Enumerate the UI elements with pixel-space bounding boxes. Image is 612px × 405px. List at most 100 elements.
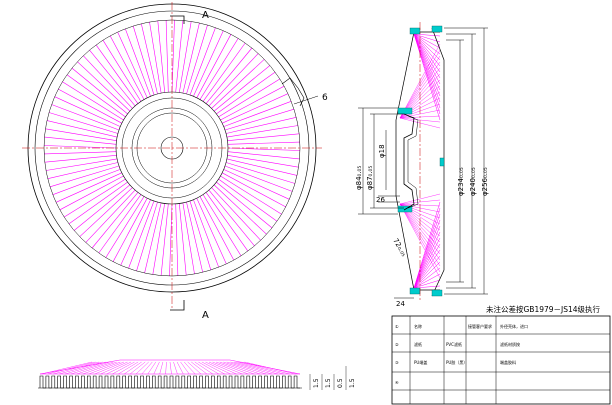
pleat-line (71, 67, 128, 115)
strip-fan-line (219, 361, 255, 375)
side-pleat (413, 237, 441, 289)
side-pleat (413, 261, 441, 289)
side-pleat (413, 33, 441, 91)
side-pleat (413, 213, 441, 289)
pleat-line (91, 192, 139, 249)
table-cell-name: 名称 (414, 323, 422, 329)
pleat-line (165, 20, 169, 93)
pleat-line (128, 200, 155, 269)
pleat-line (79, 187, 133, 237)
strip-fan-line (223, 361, 261, 375)
strip-fan-line (230, 361, 272, 375)
strip-dim-4: 1.5 (349, 378, 356, 388)
pleat-line (157, 20, 165, 93)
side-pleat (413, 33, 441, 115)
table-cell-spec: PU胶（黑） (446, 359, 467, 365)
strip-fan-line (82, 361, 117, 375)
pleat-line (68, 181, 128, 225)
strip-fan-lines (41, 361, 296, 375)
strip-fan-line (129, 361, 146, 375)
tolerance-note: 未注公差按GB1979－JS14级执行 (486, 304, 601, 314)
side-pleat (413, 267, 441, 289)
pleat-line (144, 202, 162, 274)
strip-fan-line (216, 361, 249, 375)
strip-fan-line (205, 361, 231, 375)
dim-234: φ234₀.₀₅ (457, 167, 465, 196)
table-cell-desc: 端盖胶料 (500, 359, 516, 365)
side-pleat (399, 193, 441, 205)
strip-fan-line (141, 361, 153, 375)
strip-wave (39, 375, 300, 389)
strip-fan-line (112, 361, 135, 375)
side-pleat (413, 33, 441, 121)
table-frame (391, 315, 611, 405)
side-pleat (413, 33, 441, 73)
side-pleat (413, 201, 441, 289)
pleat-line (193, 199, 219, 268)
side-pleat (413, 255, 441, 289)
pleat-line (48, 112, 118, 134)
table-cell-name: PU端盖 (414, 359, 427, 365)
pleat-line (160, 203, 169, 276)
pleat-line (85, 189, 136, 243)
pleat-line (227, 147, 301, 151)
pleat-line (45, 128, 117, 141)
strip-dim-2: 1.5 (325, 378, 332, 388)
pleat-line (105, 196, 145, 258)
pleat-line (44, 155, 117, 163)
pleat-line (149, 21, 162, 94)
pleat-line (66, 74, 126, 118)
section-arrow-top (170, 15, 185, 24)
strip-fan-line (76, 361, 114, 375)
pleat-line (216, 71, 276, 115)
pleat-line (208, 189, 255, 247)
pleat-line (202, 194, 242, 256)
strip-fan-line (194, 361, 213, 375)
pleat-line (193, 30, 224, 97)
side-pleat (413, 33, 441, 61)
pleat-line (224, 165, 293, 192)
pleat-line (226, 158, 298, 176)
strip-fan-line (106, 361, 132, 375)
table-cell-no: ③ (395, 360, 399, 365)
section-arrow-bottom (170, 300, 185, 311)
pleat-line (45, 158, 118, 171)
side-pleat (413, 243, 441, 289)
seal-bot-2 (431, 289, 443, 297)
strip-fan-line (70, 361, 110, 375)
side-pleat (413, 33, 441, 109)
seal-side-1 (439, 157, 445, 167)
pleat-line (125, 28, 151, 97)
side-pleat (413, 33, 441, 55)
pleat-line (49, 165, 120, 188)
pleat-line (199, 196, 235, 261)
pleat-line (199, 38, 239, 100)
pleat-line (64, 178, 126, 218)
strip-fan-line (47, 361, 96, 375)
pleat-line (182, 22, 200, 94)
pleat-line (62, 81, 124, 121)
pleat-line (186, 202, 203, 273)
dim-256: φ256₀.₀₅ (481, 167, 489, 196)
section-label-top: A (202, 10, 209, 21)
side-pleat (413, 33, 441, 79)
pleat-line (211, 59, 265, 109)
notch-detail (281, 77, 305, 107)
pleat-line (44, 136, 117, 145)
dim-240: φ240₀.₀₅ (469, 167, 477, 196)
right-dims (444, 27, 488, 295)
pleat-lines (43, 19, 301, 277)
pleat-line (102, 40, 142, 102)
dim-26: 26 (376, 196, 385, 204)
table-cell-no: ④ (395, 380, 399, 385)
strip-fan-line (118, 361, 139, 375)
inner-sleeve-2 (407, 115, 419, 209)
side-pleat (413, 219, 441, 289)
strip-fan-line (135, 361, 149, 375)
table-cell-mat: 接管客户要求 (468, 323, 492, 329)
pleat-line (227, 133, 300, 141)
table-cell-desc: 外径壳体，进口 (500, 323, 528, 329)
pleat-line (196, 34, 232, 98)
strip-fan-line (153, 361, 160, 375)
